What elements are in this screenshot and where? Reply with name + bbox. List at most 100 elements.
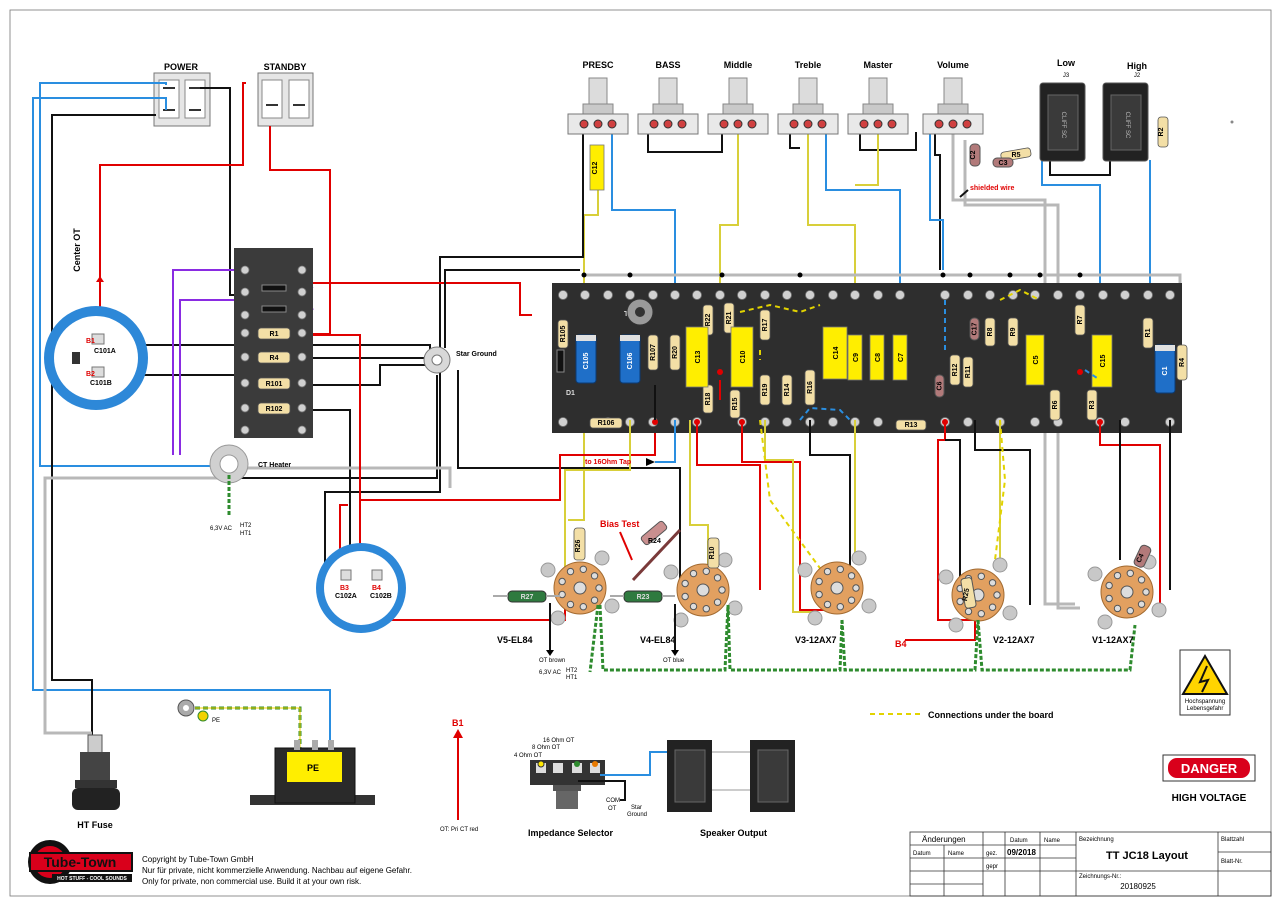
filter-cap-c102 (316, 543, 406, 633)
cap-c6: C6 (934, 374, 945, 398)
pot-presc[interactable] (567, 77, 629, 135)
svg-text:R106: R106 (598, 420, 615, 427)
power-switch[interactable] (153, 72, 211, 127)
svg-text:R3: R3 (1089, 400, 1096, 409)
danger-sign (1162, 754, 1256, 782)
v5-label: V5-EL84 (497, 635, 533, 645)
svg-text:R18: R18 (705, 392, 712, 405)
pot-label: Middle (724, 60, 753, 70)
cap-c106: C106 (619, 334, 641, 384)
copyright-company: Copyright by Tube-Town GmbH (142, 855, 254, 864)
resistor-r2: R2 (1157, 116, 1169, 148)
hv-sign-text-2: Lebensgefahr (1187, 706, 1224, 712)
svg-text:R14: R14 (784, 383, 791, 396)
danger-label: DANGER (1181, 761, 1238, 776)
c102-b3: B3 (340, 585, 349, 592)
svg-text:HOT STUFF - COOL SOUNDS: HOT STUFF - COOL SOUNDS (57, 876, 127, 882)
copyright-en: Only for private, non commercial use. Bu… (142, 877, 361, 886)
svg-text:C6: C6 (937, 381, 944, 390)
b1-arrow (453, 729, 463, 820)
pot-bass[interactable] (637, 77, 699, 135)
pot-label: Treble (795, 60, 822, 70)
c101-b1: B1 (86, 338, 95, 345)
ohm8-label: 8 Ohm OT (532, 745, 560, 751)
pot-treble[interactable] (777, 77, 839, 135)
r10-label: R25 (962, 588, 971, 602)
tube-socket-v1-12ax7 (1087, 554, 1167, 630)
resistor-r11: R11 (962, 356, 974, 388)
pot-label: PRESC (582, 60, 614, 70)
tb-date-value: 09/2018 (1007, 848, 1036, 857)
filter-cap-c101 (44, 306, 148, 410)
cap-c5: C5 (1025, 334, 1045, 386)
r102-label: R4 (270, 355, 279, 362)
tb-number: 20180925 (1120, 882, 1156, 891)
impedance-selector[interactable] (530, 751, 668, 809)
cap-c9: C9 (847, 334, 863, 381)
ht2-label: HT2 (240, 523, 252, 529)
svg-text:R21: R21 (726, 311, 733, 324)
tb-name-2: Name (1044, 838, 1061, 844)
drawing-border (9, 9, 1272, 897)
grid-resistors (493, 590, 675, 603)
trimmer-tr1[interactable] (626, 298, 654, 326)
svg-text:R15: R15 (732, 397, 739, 410)
pot-middle[interactable] (707, 77, 769, 135)
svg-text:C12: C12 (592, 161, 599, 174)
ht-fuse-holder (72, 734, 120, 810)
input-jack-high[interactable]: CLIFF SC (1102, 82, 1149, 162)
tube-town-logo: Tube-Town HOT STUFF - COOL SOUNDS (28, 840, 133, 884)
svg-text:CLIFF SC: CLIFF SC (1124, 112, 1130, 139)
c101a-label: C101A (94, 348, 116, 355)
svg-text:CLIFF SC: CLIFF SC (1060, 112, 1066, 139)
r101-label: R1 (270, 331, 279, 338)
diode-d1: D1 (556, 349, 575, 397)
tb-gez: gez. (986, 851, 998, 857)
svg-text:R6: R6 (1052, 400, 1059, 409)
b4-label: B4 (895, 639, 907, 649)
high-voltage-label: HIGH VOLTAGE (1172, 793, 1247, 804)
tb-blatt-nr: Blatt-Nr. (1221, 859, 1243, 865)
svg-text:R9: R9 (1010, 327, 1017, 336)
resistor-r14: R14 (781, 374, 793, 406)
tube-socket-v3-12ax7 (797, 550, 877, 626)
cap-c12: C12 (589, 144, 605, 191)
star-ground-label-3: Ground (627, 812, 647, 818)
heater-ac-label: 6,3V AC (210, 526, 233, 532)
speaker-output-1[interactable] (667, 740, 712, 812)
pot-master[interactable] (847, 77, 909, 135)
speaker-output-2[interactable] (750, 740, 795, 812)
pot-volume[interactable] (922, 77, 984, 135)
jack-high-label: High (1127, 61, 1147, 71)
resistor-r15: R15 (729, 389, 741, 419)
shielded-wire-label: shielded wire (970, 185, 1014, 192)
svg-text:C8: C8 (875, 353, 882, 362)
screen-resistors (573, 527, 720, 569)
registration-dot (1230, 120, 1234, 124)
svg-text:R17: R17 (762, 318, 769, 331)
svg-text:C3: C3 (999, 160, 1008, 167)
standby-switch[interactable] (257, 72, 314, 127)
input-jack-low[interactable]: CLIFF SC (1039, 82, 1086, 162)
jack-low-ref: J3 (1063, 73, 1070, 79)
tb-name-1: Name (948, 851, 965, 857)
resistor-r20: R20 (669, 334, 681, 371)
resistor-r3: R3 (1086, 389, 1098, 421)
impedance-selector-label: Impedance Selector (528, 828, 614, 838)
ot-brown-label: OT brown (539, 658, 565, 664)
speaker-output-label: Speaker Output (700, 828, 767, 838)
resistor-r7: R7 (1074, 304, 1086, 336)
svg-text:R2: R2 (1158, 127, 1165, 136)
svg-text:R16: R16 (807, 381, 814, 394)
svg-text:R4: R4 (1179, 358, 1186, 367)
resistor-r6: R6 (1049, 389, 1061, 421)
tb-aenderungen: Änderungen (922, 835, 966, 844)
svg-text:R19: R19 (762, 383, 769, 396)
ht-fuse-label: HT Fuse (77, 820, 113, 830)
power-label: POWER (164, 62, 199, 72)
svg-text:R7: R7 (1077, 315, 1084, 324)
r103-label: R102 (266, 406, 283, 413)
ht1-label: HT1 (240, 531, 252, 537)
resistor-r16: R16 (804, 369, 816, 406)
